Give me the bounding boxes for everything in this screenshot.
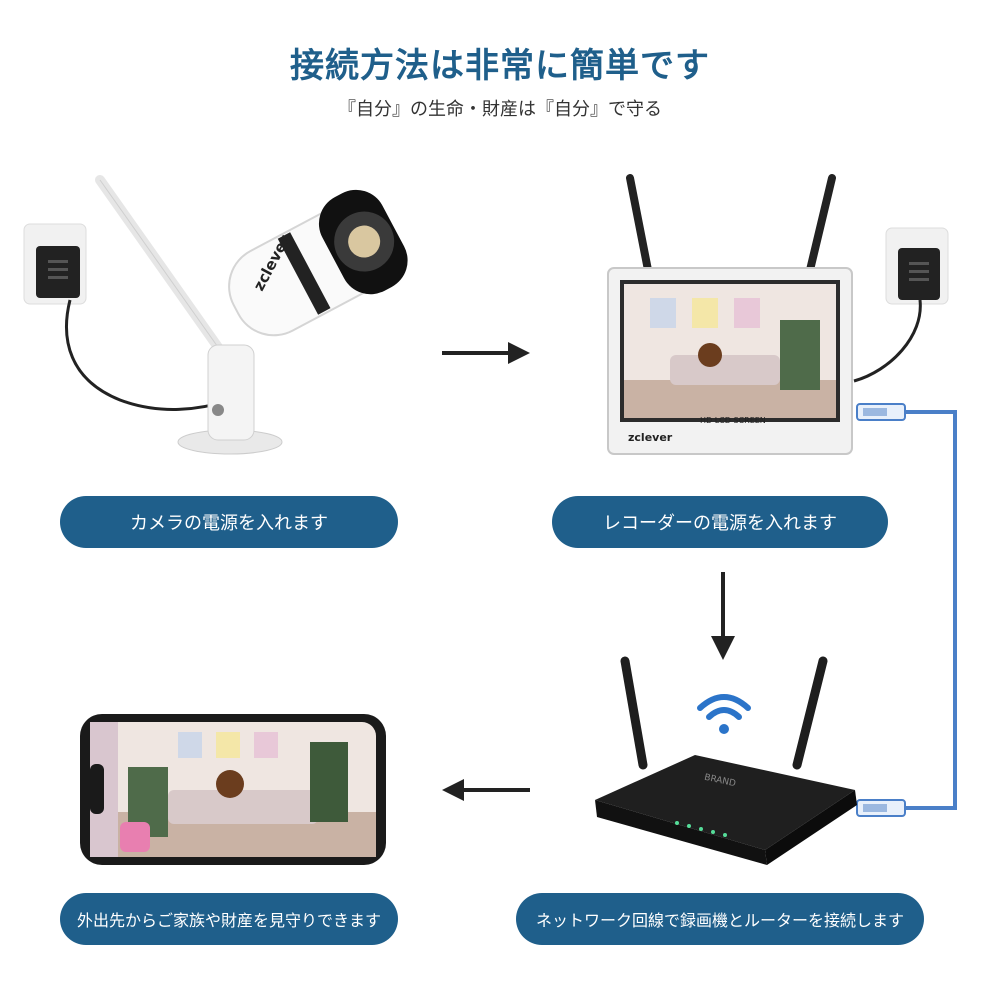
recorder-brand: zclever [628,431,673,444]
smartphone-device [78,712,388,867]
step-camera-power: カメラの電源を入れます [60,496,398,548]
ethernet-plug-icon [856,799,906,817]
page-subtitle: 『自分』の生命・財産は『自分』で守る [338,99,662,120]
step-router-connect: ネットワーク回線で録画機とルーターを接続します [516,893,924,945]
power-adapter-icon [850,226,960,386]
ethernet-cable [855,400,975,820]
arrow-left-icon [440,777,532,803]
arrow-right-icon [440,340,532,366]
camera-device: zclever [40,160,420,470]
step-remote-view: 外出先からご家族や財産を見守りできます [60,893,398,945]
recorder-screen-label: HD LCD SCREEN [700,416,766,425]
wifi-icon [696,690,752,738]
power-adapter-icon [22,222,92,312]
arrow-down-icon [708,570,738,662]
page-title: 接続方法は非常に簡単です [290,46,710,86]
recorder-device [600,170,860,460]
ethernet-plug-icon [856,403,906,421]
step-recorder-power: レコーダーの電源を入れます [552,496,888,548]
router-device [585,655,865,870]
